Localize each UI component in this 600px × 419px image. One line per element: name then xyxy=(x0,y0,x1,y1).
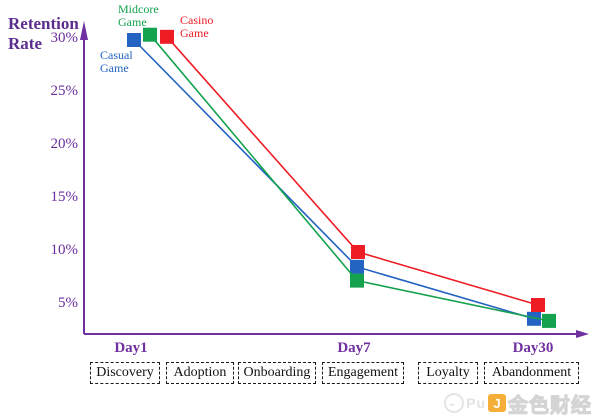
stage-box-adoption: Adoption xyxy=(166,362,234,384)
watermark-brand: 金色财经 xyxy=(508,394,592,417)
marker-casino-game-day30 xyxy=(531,298,545,312)
y-axis-arrow xyxy=(80,21,88,40)
marker-midcore-game-day1 xyxy=(143,27,157,42)
line-casual-game xyxy=(133,39,535,320)
label-casual-game: Casual Game xyxy=(100,48,133,75)
line-midcore-game xyxy=(149,34,550,322)
marker-midcore-game-day30 xyxy=(542,313,556,328)
label-casino-game: Casino Game xyxy=(180,13,214,40)
watermark-prefix: Pu xyxy=(466,395,486,411)
y-tick-10: 10% xyxy=(50,242,79,258)
stage-box-loyalty: Loyalty xyxy=(418,362,478,384)
y-tick-30: 30% xyxy=(50,30,79,46)
stage-box-discovery: Discovery xyxy=(90,362,160,384)
y-tick-15: 15% xyxy=(50,189,79,205)
watermark: Pu J 金色财经 xyxy=(444,391,592,417)
marker-casual-game-day1 xyxy=(127,33,141,47)
x-axis-arrow xyxy=(576,330,589,338)
marker-casual-game-day30 xyxy=(527,311,541,326)
y-axis-title-line1: Retention xyxy=(8,14,79,33)
marker-midcore-game-day7 xyxy=(350,273,364,288)
y-tick-5: 5% xyxy=(58,295,78,311)
x-label-day30: Day30 xyxy=(512,340,554,356)
x-label-day7: Day7 xyxy=(337,340,371,356)
marker-casino-game-day7 xyxy=(351,245,365,259)
watermark-smiley-icon xyxy=(444,393,465,413)
y-tick-20: 20% xyxy=(50,136,79,152)
y-axis-title-line2: Rate xyxy=(8,34,42,53)
stage-box-engagement: Engagement xyxy=(322,362,404,384)
marker-casual-game-day7 xyxy=(350,259,364,274)
stage-box-onboarding: Onboarding xyxy=(238,362,316,384)
label-midcore-game: Midcore Game xyxy=(118,2,159,29)
x-label-day1: Day1 xyxy=(114,340,148,356)
y-tick-25: 25% xyxy=(50,83,79,99)
jinse-logo-icon: J xyxy=(488,394,506,412)
y-axis-title: Retention Rate xyxy=(8,14,118,54)
marker-casino-game-day1 xyxy=(160,29,174,44)
stage-box-abandonment: Abandonment xyxy=(484,362,579,384)
